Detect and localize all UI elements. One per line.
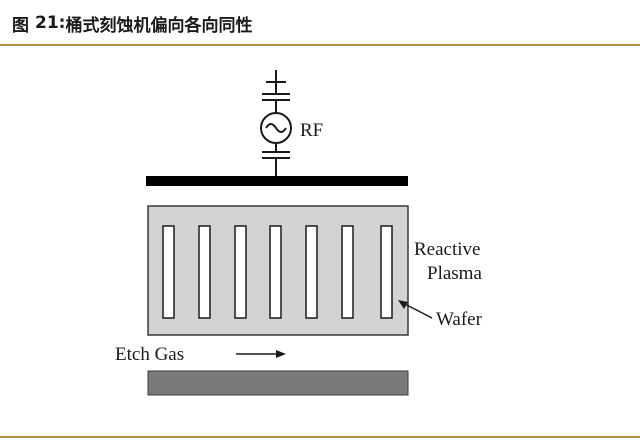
reactive-label-line2: Plasma [427,263,482,284]
bottom-plate [147,370,409,396]
wafer [234,225,247,319]
figure-number: 21: [35,13,66,33]
bottom-rule [0,436,640,438]
figure-title: 桶式刻蚀机偏向各向同性 [65,15,253,36]
figure-caption: 图 21: 桶式刻蚀机偏向各向同性 [12,10,252,36]
wafer-label: Wafer [436,309,483,330]
etch-gas-arrow [236,350,286,358]
wafer [162,225,175,319]
wafer [269,225,282,319]
top-rule [0,44,640,46]
figure-label: 图 [12,15,29,36]
wafer-stack [162,225,393,319]
rf-label: RF [300,120,323,141]
wafer [380,225,393,319]
reactive-label-line1: Reactive [414,239,480,260]
wafer [341,225,354,319]
wafer-pointer-arrow [398,300,433,319]
wafer [198,225,211,319]
wafer [305,225,318,319]
top-electrode [146,176,408,186]
etch-gas-label: Etch Gas [115,344,184,365]
sine-icon [265,123,287,133]
rf-source [260,70,292,176]
